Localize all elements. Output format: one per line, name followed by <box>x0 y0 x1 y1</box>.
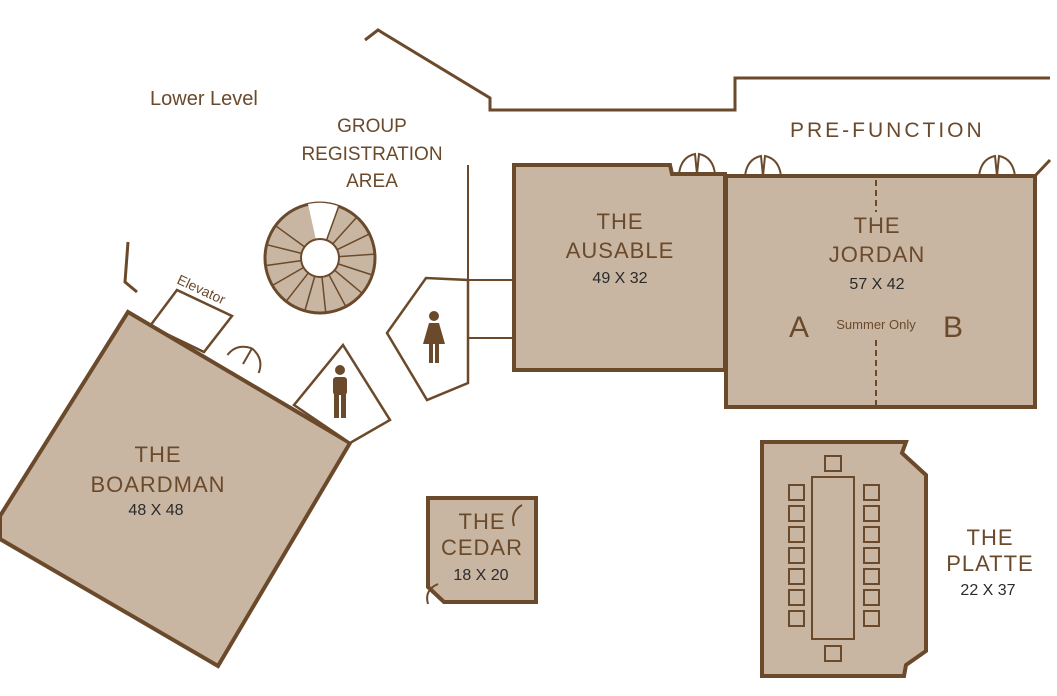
stair-tread <box>285 272 309 302</box>
jordan-name-line1: THE <box>854 213 901 238</box>
spiral-staircase-icon <box>263 201 377 315</box>
chair <box>788 589 805 606</box>
chair <box>863 484 880 501</box>
cedar-dimensions: 18 X 20 <box>453 567 508 584</box>
chair <box>863 610 880 627</box>
registration-line-3: AREA <box>346 171 398 192</box>
chair <box>824 645 842 662</box>
boardman-dimensions: 48 X 48 <box>128 502 183 519</box>
boardman-door-icon <box>226 345 262 374</box>
ausable-name-line2: AUSABLE <box>566 238 675 263</box>
level-label: Lower Level <box>150 88 258 110</box>
stair-tread <box>338 253 375 258</box>
jordan-section-a[interactable]: A <box>789 311 809 344</box>
cedar-name-line1: THE <box>459 509 506 534</box>
elevator-shaft <box>148 288 234 354</box>
stair-tread <box>336 233 370 251</box>
chair <box>863 526 880 543</box>
stair-tread <box>334 269 363 294</box>
registration-area-label: GROUP REGISTRATION AREA <box>301 116 442 192</box>
ausable-door-icon <box>678 152 716 175</box>
platte-chairs <box>788 455 880 662</box>
platte-name-line2: PLATTE <box>946 551 1034 576</box>
jordan-b-door-icon <box>978 154 1016 177</box>
ausable-name-line1: THE <box>597 209 644 234</box>
mens-restroom[interactable] <box>292 342 392 445</box>
registration-line-1: GROUP <box>337 116 407 137</box>
boardman-floor <box>0 309 353 669</box>
platte-dimensions: 22 X 37 <box>960 582 1015 599</box>
womens-restroom[interactable] <box>385 276 470 402</box>
pre-function-label: PRE-FUNCTION <box>790 119 985 142</box>
stair-tread <box>332 216 358 245</box>
room-ausable[interactable]: THE AUSABLE 49 X 32 <box>512 163 727 372</box>
boardman-name-line1: THE <box>135 442 182 467</box>
chair <box>788 547 805 564</box>
woman-icon <box>423 311 445 363</box>
jordan-section-b[interactable]: B <box>943 311 963 344</box>
room-platte[interactable] <box>760 440 928 678</box>
chair <box>788 568 805 585</box>
cedar-name-line2: CEDAR <box>441 535 523 560</box>
jordan-name-line2: JORDAN <box>829 242 925 267</box>
chair <box>788 505 805 522</box>
chair <box>863 547 880 564</box>
stair-tread <box>325 206 340 241</box>
stair-tread <box>328 274 347 307</box>
man-icon <box>333 365 347 418</box>
left-wall-stub <box>123 241 138 294</box>
jordan-dimensions: 57 X 42 <box>849 276 904 293</box>
registration-line-2: REGISTRATION <box>301 144 442 165</box>
ausable-floor <box>512 163 727 372</box>
chair <box>863 589 880 606</box>
jordan-summer-note: Summer Only <box>836 317 916 332</box>
stair-tread <box>271 266 304 287</box>
stair-tread <box>266 243 302 255</box>
cedar-lower-door-icon <box>426 583 439 605</box>
cedar-door-icon <box>512 504 523 527</box>
jordan-floor <box>724 174 1037 409</box>
chair <box>788 526 805 543</box>
platte-conference-table <box>811 476 855 640</box>
boardman-name-line2: BOARDMAN <box>90 472 225 497</box>
room-jordan[interactable]: THE JORDAN 57 X 42 A B Summer Only <box>724 174 1037 409</box>
stair-tread <box>275 225 306 248</box>
building-wall-top <box>364 28 1050 112</box>
cedar-floor <box>426 496 538 604</box>
chair <box>824 455 842 472</box>
chair <box>863 568 880 585</box>
stair-tread <box>304 276 316 312</box>
room-cedar[interactable]: THE CEDAR 18 X 20 <box>426 496 538 605</box>
stair-tread <box>337 263 373 276</box>
stair-tread <box>321 276 327 313</box>
chair <box>863 505 880 522</box>
jordan-a-door-icon <box>744 154 782 177</box>
platte-name-line1: THE <box>967 525 1014 550</box>
chair <box>788 484 805 501</box>
room-boardman[interactable]: THE BOARDMAN 48 X 48 <box>0 309 353 669</box>
ausable-dimensions: 49 X 32 <box>592 270 647 287</box>
chair <box>788 610 805 627</box>
stair-tread <box>265 259 302 267</box>
